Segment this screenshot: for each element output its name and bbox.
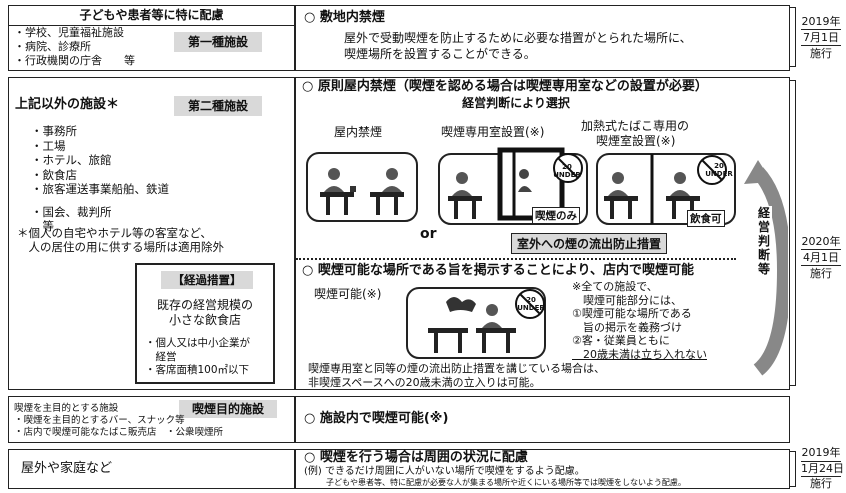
transition-note: ①喫煙可能な場所である [572, 307, 692, 320]
row2-brace [790, 80, 796, 386]
row4-policy-title: ○ 喫煙を行う場合は周囲の状況に配慮 [304, 450, 528, 465]
transition-note: 20歳未満は立ち入れない [572, 347, 707, 361]
row3-items: 喫煙を主目的とする施設 ・喫煙を主目的とするバー、スナック等 ・店内で喫煙可能な… [14, 403, 223, 439]
transition-note: 喫煙可能部分には、 [572, 293, 682, 307]
row2-item [31, 197, 169, 205]
management-decision-arrow-icon [744, 160, 788, 376]
row3-item: ・喫煙を主目的とするバー、スナック等 [14, 415, 185, 426]
transition-desc: 既存の経営規模の 小さな飲食店 [137, 298, 273, 328]
row1-category: 第一種施設 [174, 32, 262, 52]
food-ok-sign: 飲食可 [687, 210, 725, 227]
smoke-prevention-label: 室外への煙の流出防止措置 [511, 233, 668, 254]
row2-note-line: ＊個人の自宅やホテル等の客室など、 [17, 226, 212, 240]
row4-policy-text-1: (例) できるだけ周囲に人がいない場所で喫煙をするよう配慮。 [304, 466, 585, 477]
row3-item: 喫煙を主目的とする施設 [14, 403, 119, 414]
row3-left-box: 喫煙目的施設 喫煙を主目的とする施設 ・喫煙を主目的とするバー、スナック等 ・店… [8, 396, 295, 443]
row3-item: ・店内で喫煙可能なたばこ販売店 ・公衆喫煙所 [14, 427, 224, 438]
row1-items: ・学校、児童福祉施設 ・病院、診療所 ・行政機関の庁舎 等 [14, 26, 135, 68]
transition-policy-title: ○ 喫煙可能な場所である旨を掲示することにより、店内で喫煙可能 [302, 263, 694, 278]
transition-note: ※全ての施設で、 [572, 280, 658, 293]
option-heated-tobacco-label-1: 加熱式たばこ専用の [581, 119, 690, 133]
row1-policy-text-2: 喫煙場所を設置することができる。 [344, 47, 536, 61]
row4-brace [790, 451, 796, 487]
transition-note: 旨の掲示を義務づけ [572, 320, 682, 334]
row4-date-year: 2019年 [801, 446, 841, 459]
row1-date-label: 施行 [810, 47, 832, 60]
heated-tobacco-room-illustration [596, 153, 736, 225]
transition-divider [296, 258, 736, 260]
row1-item: ・病院、診療所 [14, 40, 91, 53]
row2-subtitle: 経営判断により選択 [462, 96, 570, 110]
row4-policy-text-2: 子どもや患者等、特に配慮が必要な人が集まる場所や近くにいる場所等では喫煙をしない… [326, 478, 686, 487]
transition-bottom-line: 非喫煙スペースへの20歳未満の立入りは可能。 [308, 375, 541, 389]
no-smoking-room-illustration [306, 152, 418, 222]
row4-date-label: 施行 [810, 477, 832, 490]
transition-desc-line: 既存の経営規模の [156, 298, 253, 312]
row2-item: ・旅客運送事業船舶、鉄道 [31, 182, 169, 196]
row3-right-box: ○ 施設内で喫煙可能(※) [295, 396, 790, 443]
row2-items: ・事務所 ・工場 ・ホテル、旅館 ・飲食店 ・旅客運送事業船舶、鉄道 ・国会、裁… [31, 124, 169, 234]
transition-title: 【経過措置】 [161, 271, 253, 289]
no-under-20-sign-2: 20 UNDER [705, 162, 733, 179]
row1-date-year: 2019年 [801, 15, 841, 28]
no-under-20-sign-3: 20 UNDER [517, 296, 545, 313]
row2-category: 第二種施設 [174, 96, 262, 116]
management-decision-label: 経営判断等 [758, 206, 772, 276]
row2-date: 2020年 4月1日 施行 [801, 234, 841, 281]
row2-note: ＊個人の自宅やホテル等の客室など、 人の居住の用に供する場所は適用除外 [17, 226, 224, 254]
row2-item: ・国会、裁判所 [31, 204, 112, 219]
row2-right-box: ○ 原則屋内禁煙（喫煙を認める場合は喫煙専用室などの設置が必要） 経営判断により… [295, 77, 790, 390]
row3-category: 喫煙目的施設 [179, 400, 277, 418]
transition-condition: ・個人又は中小企業が [145, 337, 250, 349]
row2-item: 等 [31, 219, 54, 233]
option-smoking-room-label: 喫煙専用室設置(※) [441, 125, 545, 139]
option-heated-tobacco-label-2: 喫煙室設置(※) [596, 134, 676, 148]
row4-left-box: 屋外や家庭など [8, 449, 295, 489]
option-no-smoking-label: 屋内禁煙 [334, 125, 383, 139]
row1-item: ・学校、児童福祉施設 [14, 26, 124, 39]
transition-bottom-text: 喫煙専用室と同等の煙の流出防止措置を講じている場合は、 非喫煙スペースへの20歳… [308, 362, 605, 389]
row2-date-day: 4月1日 [801, 249, 841, 266]
row4-date: 2019年 1月24日 施行 [801, 446, 844, 492]
row4-right-box: ○ 喫煙を行う場合は周囲の状況に配慮 (例) できるだけ周囲に人がいない場所で喫… [295, 449, 790, 489]
row1-item: ・行政機関の庁舎 等 [14, 54, 135, 67]
row1-right-box: ○ 敷地内禁煙 屋外で受動喫煙を防止するために必要な措置がとられた場所に、 喫煙… [295, 5, 790, 71]
row1-policy-title: ○ 敷地内禁煙 [304, 10, 385, 25]
row2-date-label: 施行 [810, 267, 832, 280]
row1-date-day: 7月1日 [801, 29, 841, 46]
row2-item: ・事務所 [31, 124, 77, 138]
row2-item: ・工場 [31, 138, 66, 153]
row4-date-day: 1月24日 [801, 460, 844, 477]
row1-date: 2019年 7月1日 施行 [801, 14, 841, 61]
row2-title: 上記以外の施設＊ [15, 97, 120, 112]
row2-policy-title: ○ 原則屋内禁煙（喫煙を認める場合は喫煙専用室などの設置が必要） [302, 79, 708, 94]
smoke-only-sign: 喫煙のみ [532, 207, 580, 224]
row1-header: 子どもや患者等に特に配慮 [9, 8, 294, 26]
row4-title: 屋外や家庭など [21, 461, 113, 476]
transition-condition: 経営 [145, 350, 177, 363]
smoking-ok-label: 喫煙可能(※) [314, 287, 382, 301]
transition-condition: ・客席面積100㎡以下 [145, 364, 250, 376]
row2-item: ・ホテル、旅館 [31, 153, 112, 167]
row2-date-year: 2020年 [801, 235, 841, 248]
smoking-room-illustration [438, 147, 588, 225]
row2-note-line: 人の居住の用に供する場所は適用除外 [17, 240, 224, 254]
transition-notes: ※全ての施設で、 喫煙可能部分には、 ①喫煙可能な場所である 旨の掲示を義務づけ… [572, 280, 707, 361]
row1-brace [790, 7, 796, 67]
row3-policy-title: ○ 施設内で喫煙可能(※) [304, 411, 449, 426]
transition-conditions: ・個人又は中小企業が 経営 ・客席面積100㎡以下 [145, 337, 250, 378]
smoking-allowed-shop-illustration [406, 287, 546, 359]
transition-note: ②客・従業員ともに [572, 334, 670, 347]
row2-item: ・飲食店 [31, 167, 77, 182]
transition-box: 【経過措置】 既存の経営規模の 小さな飲食店 ・個人又は中小企業が 経営 ・客席… [135, 263, 275, 384]
row1-left-box: 子どもや患者等に特に配慮 ・学校、児童福祉施設 ・病院、診療所 ・行政機関の庁舎… [8, 5, 295, 71]
transition-desc-line: 小さな飲食店 [168, 313, 241, 327]
or-label: or [420, 226, 437, 242]
row1-policy-text-1: 屋外で受動喫煙を防止するために必要な措置がとられた場所に、 [344, 31, 692, 45]
transition-bottom-line: 喫煙専用室と同等の煙の流出防止措置を講じている場合は、 [308, 362, 605, 375]
no-under-20-sign-1: 20 UNDER [553, 163, 581, 180]
